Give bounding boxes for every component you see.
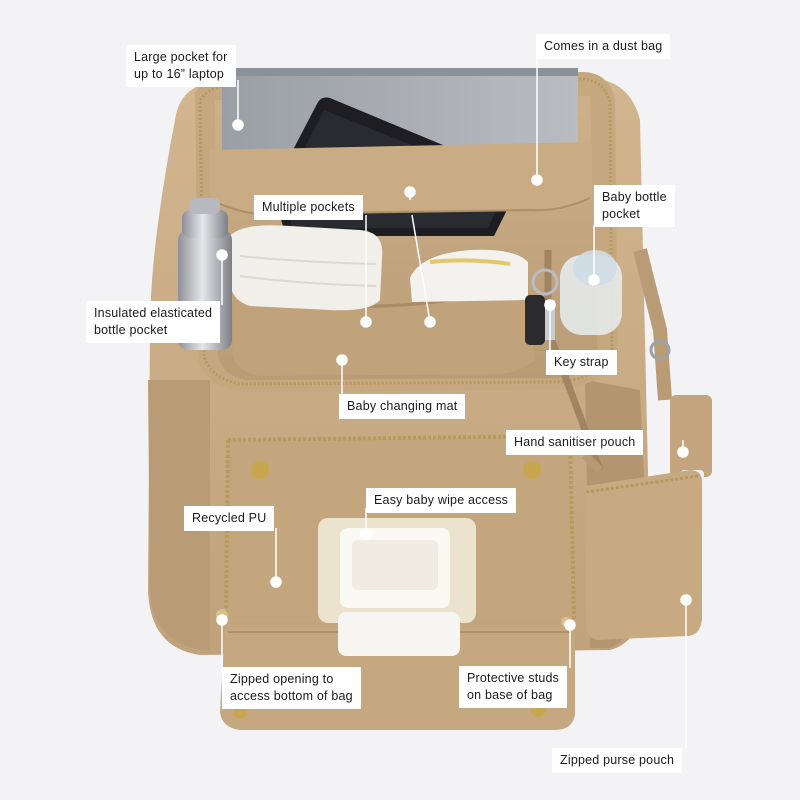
baby-bottle <box>560 250 622 335</box>
callout-sanitiser-pouch: Hand sanitiser pouch <box>506 430 644 455</box>
callout-zipped-line1: Zipped opening to <box>230 672 334 686</box>
muslin-cloths <box>228 225 383 311</box>
side-strap <box>633 248 672 401</box>
callout-laptop-line2: up to 16” laptop <box>134 67 225 81</box>
callout-leaders <box>216 52 692 748</box>
callout-laptop-line1: Large pocket for <box>134 50 228 64</box>
purse-pouch <box>582 452 702 640</box>
callout-dust-bag: Comes in a dust bag <box>536 34 671 59</box>
callout-zipped-opening: Zipped opening to access bottom of bag <box>222 667 361 709</box>
callout-protective-studs: Protective studs on base of bag <box>459 666 568 708</box>
callout-multiple-pockets: Multiple pockets <box>254 195 363 220</box>
callout-insulated-line2: bottle pocket <box>94 323 168 337</box>
callout-changing-mat: Baby changing mat <box>339 394 466 419</box>
callout-insulated-line1: Insulated elasticated <box>94 306 213 320</box>
callout-key-strap: Key strap <box>546 350 617 375</box>
callout-studs-line2: on base of bag <box>467 688 553 702</box>
callout-wipe-access: Easy baby wipe access <box>366 488 517 513</box>
callout-baby-bottle-line2: pocket <box>602 207 641 221</box>
callout-purse-pouch: Zipped purse pouch <box>552 748 683 773</box>
callout-insulated-pocket: Insulated elasticated bottle pocket <box>86 301 221 343</box>
callout-baby-bottle-pocket: Baby bottle pocket <box>594 185 675 227</box>
callout-laptop-pocket: Large pocket for up to 16” laptop <box>126 45 236 87</box>
callout-zipped-line2: access bottom of bag <box>230 689 353 703</box>
wipe-window <box>318 518 476 623</box>
callout-baby-bottle-line1: Baby bottle <box>602 190 667 204</box>
nappies <box>410 249 528 302</box>
callout-recycled-pu: Recycled PU <box>184 506 275 531</box>
callout-studs-line1: Protective studs <box>467 671 560 685</box>
